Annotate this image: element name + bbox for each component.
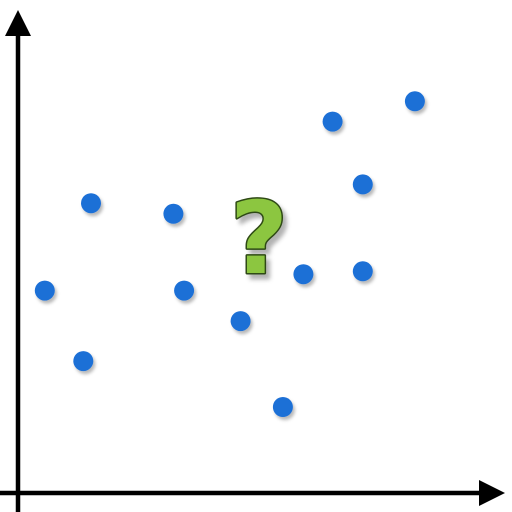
data-point <box>73 351 94 372</box>
data-point <box>81 193 101 214</box>
data-point <box>272 397 293 417</box>
data-point <box>352 261 373 282</box>
data-points <box>34 91 425 417</box>
question-mark-annotation: ? <box>230 180 288 297</box>
data-point <box>352 174 373 195</box>
data-point <box>230 311 251 332</box>
data-point <box>174 280 195 301</box>
data-point <box>34 280 55 301</box>
y-axis-arrowhead <box>5 10 31 36</box>
axes <box>0 10 505 512</box>
data-point <box>322 111 343 132</box>
x-axis-arrowhead <box>479 480 505 506</box>
data-point <box>293 264 314 285</box>
data-point <box>163 203 184 224</box>
data-point <box>404 91 425 112</box>
